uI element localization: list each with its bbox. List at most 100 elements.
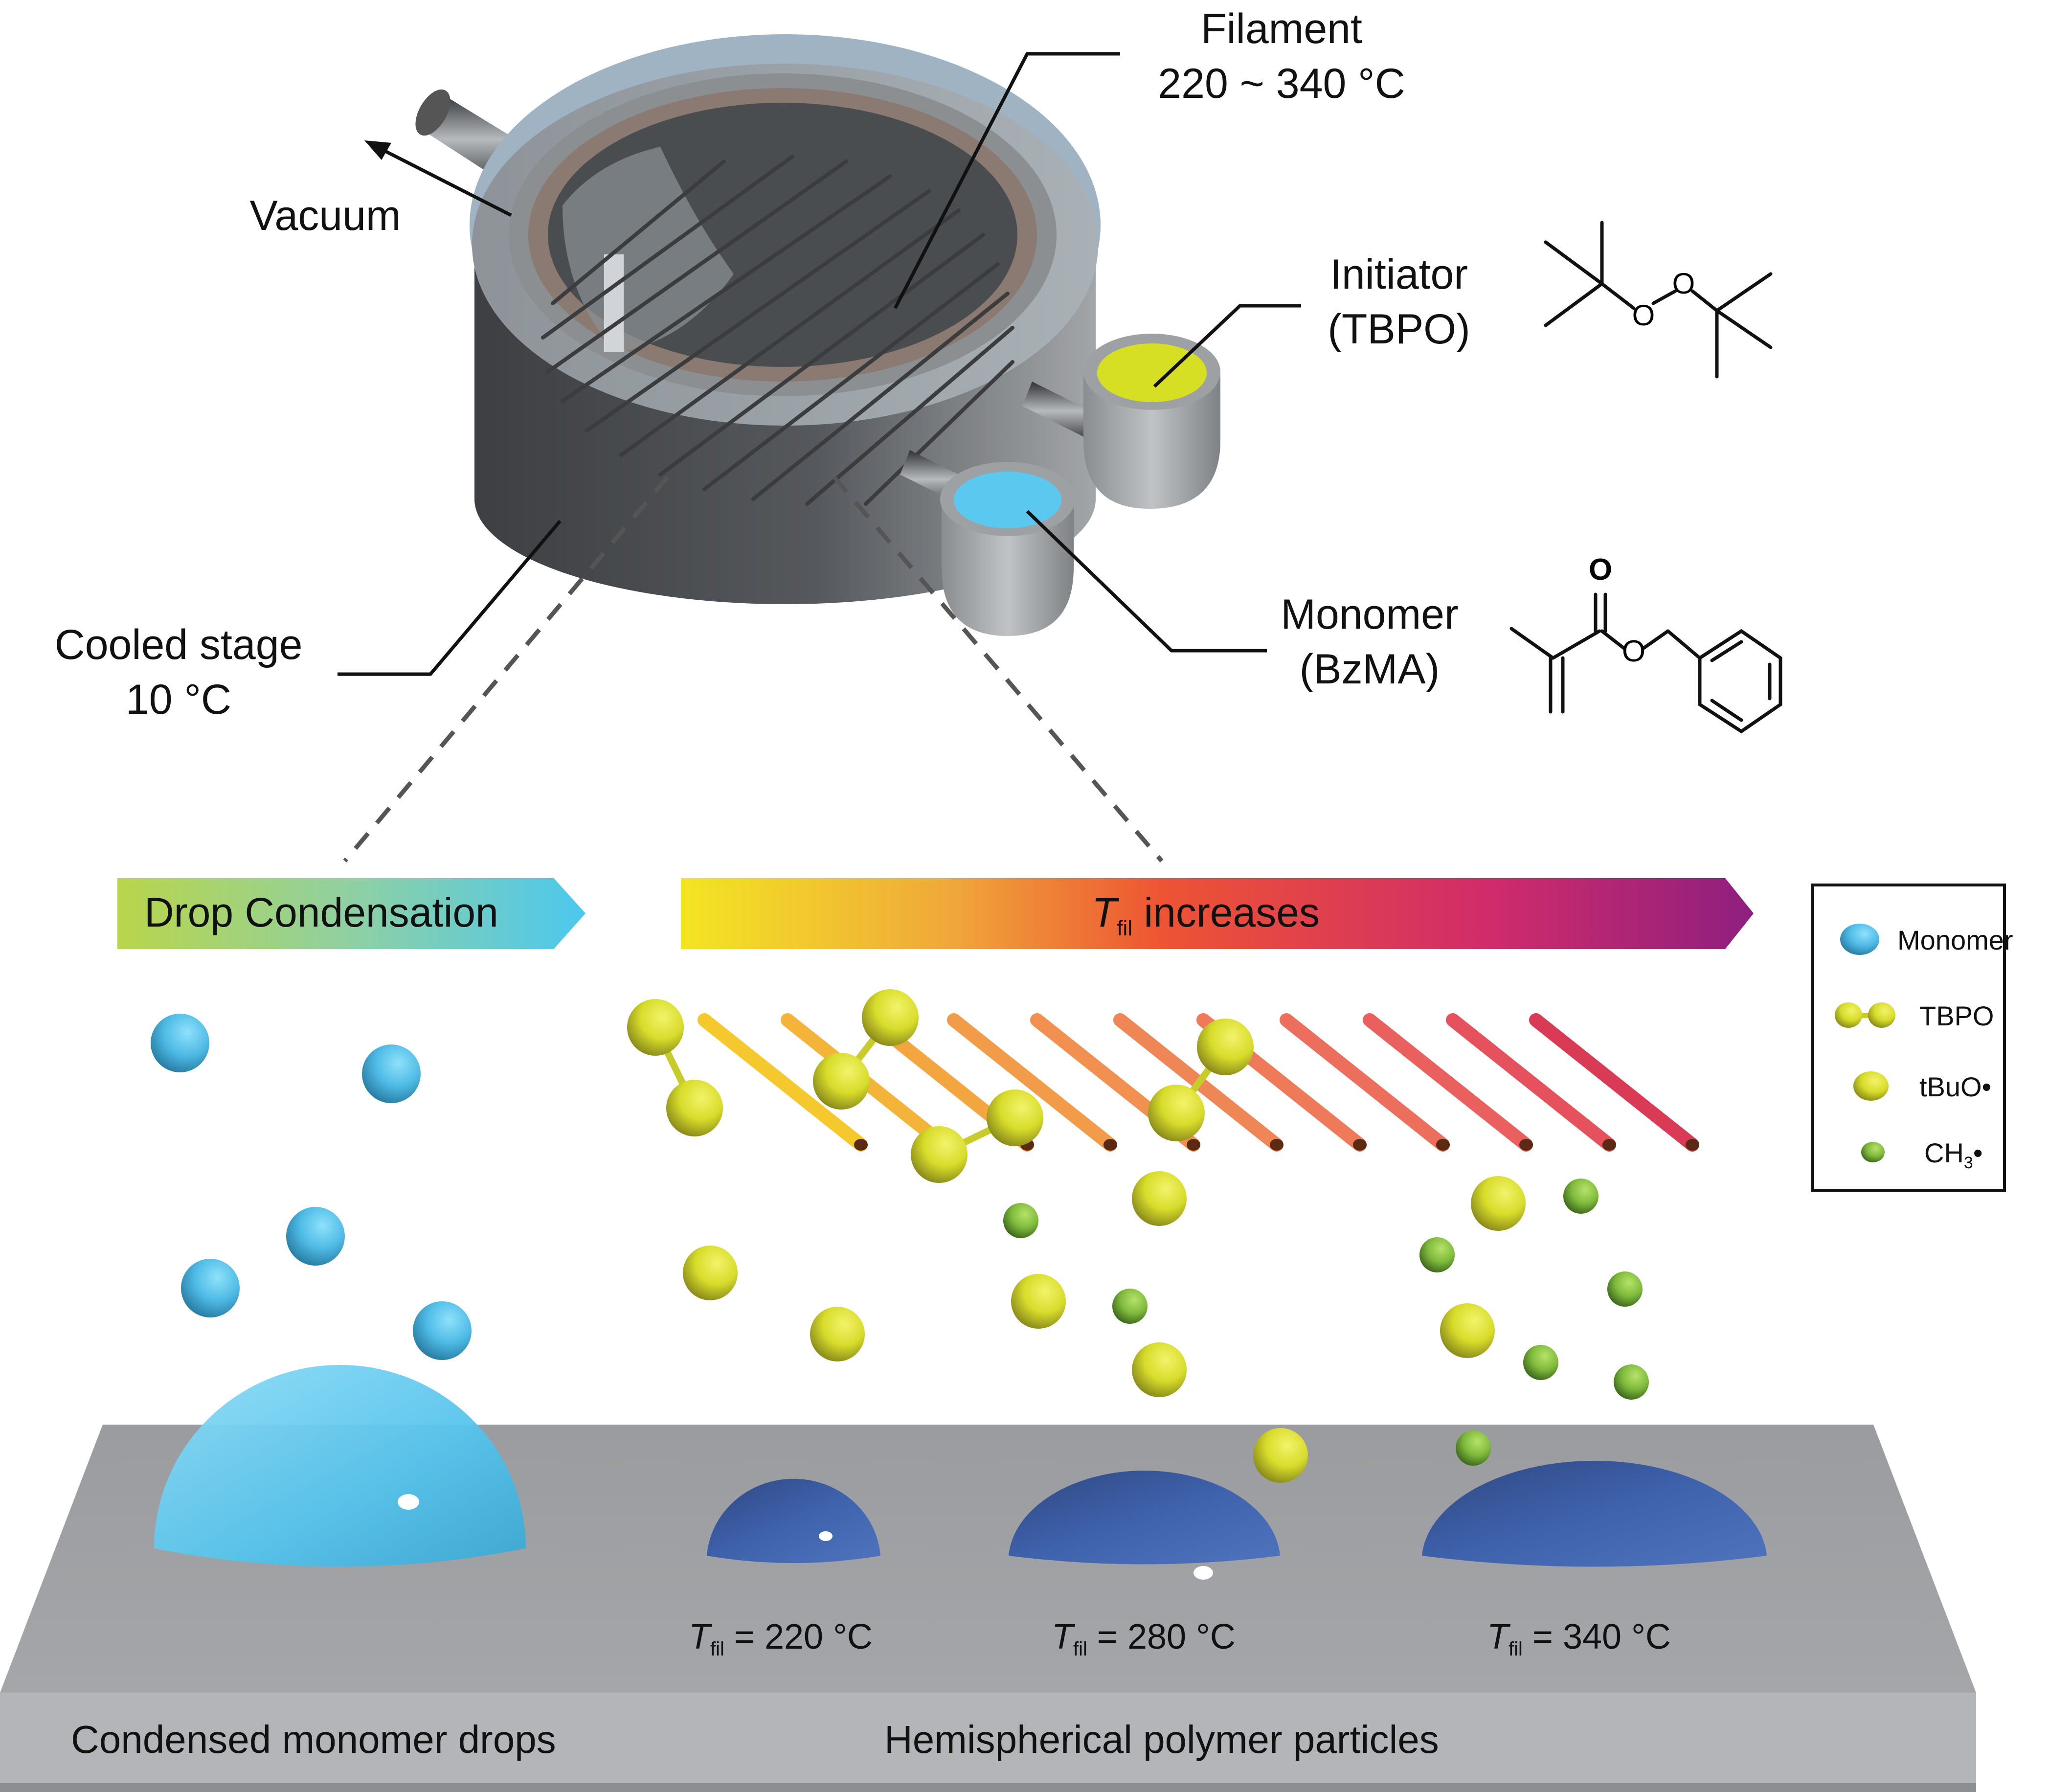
monomer-molecule bbox=[181, 1259, 240, 1317]
filament-rod-end bbox=[1103, 1139, 1117, 1151]
tbpo-molecule bbox=[1197, 1019, 1254, 1075]
filament-rod bbox=[698, 1013, 868, 1152]
filament-label: Filament 220 ~ 340 °C bbox=[1135, 1, 1428, 111]
filament-wires bbox=[541, 155, 1014, 506]
temp-label-280: Tfil = 280 °C bbox=[1052, 1617, 1236, 1660]
cooled-stage-label: Cooled stage 10 °C bbox=[29, 617, 328, 727]
temp-symbol: T bbox=[1487, 1617, 1509, 1656]
monomer-label: Monomer (BzMA) bbox=[1262, 587, 1477, 697]
polymer-particle-340 bbox=[1422, 1460, 1767, 1567]
tbpo-molecule bbox=[666, 1080, 723, 1136]
legend-item-methyl-radical: CH3• bbox=[1814, 1136, 2003, 1195]
methyl-sphere-icon bbox=[1861, 1142, 1885, 1162]
tbuo-radical bbox=[1011, 1274, 1066, 1329]
tbpo-molecule bbox=[987, 1089, 1043, 1146]
monomer-abbreviation: (BzMA) bbox=[1299, 646, 1440, 693]
methyl-radical bbox=[1456, 1430, 1491, 1466]
filament-rod-end bbox=[1270, 1139, 1283, 1151]
initiator-label-text: Initiator bbox=[1329, 251, 1468, 298]
filament-rod-end bbox=[1686, 1139, 1699, 1151]
initiator-liquid bbox=[1097, 343, 1207, 402]
temp-value: = 220 °C bbox=[734, 1617, 873, 1656]
tbpo-structure bbox=[1544, 221, 1773, 379]
temp-value: = 280 °C bbox=[1097, 1617, 1236, 1656]
vacuum-label: Vacuum bbox=[249, 192, 401, 239]
temp-label-340: Tfil = 340 °C bbox=[1487, 1617, 1671, 1660]
monomer-liquid bbox=[954, 472, 1061, 528]
temp-subscript: fil bbox=[710, 1638, 724, 1660]
monomer-label-text: Monomer bbox=[1281, 591, 1459, 638]
gas-phase-molecules bbox=[151, 989, 1649, 1483]
tbuo-radical bbox=[1253, 1428, 1308, 1483]
vacuum-arrow bbox=[364, 140, 512, 217]
filament-rod bbox=[1529, 1013, 1699, 1152]
methyl-subscript: 3 bbox=[1963, 1154, 1973, 1173]
methyl-radical bbox=[1563, 1179, 1599, 1214]
legend-item-tbpo: TBPO bbox=[1814, 997, 2003, 1055]
filament-rod-end bbox=[1519, 1139, 1533, 1151]
methyl-label: CH bbox=[1924, 1137, 1964, 1168]
filament-rod bbox=[947, 1013, 1117, 1152]
substrate-stage-front bbox=[0, 1693, 1976, 1783]
monomer-molecule bbox=[413, 1301, 472, 1360]
filament-rod-end bbox=[1436, 1139, 1450, 1151]
methyl-radical bbox=[1112, 1289, 1148, 1324]
filament-rod bbox=[1280, 1013, 1450, 1152]
monomer-source-cup bbox=[940, 462, 1075, 636]
tbpo-oxygen-1: O bbox=[1632, 299, 1655, 332]
tbpo-dumbbell-icon bbox=[1835, 1002, 1895, 1028]
monomer-molecule bbox=[362, 1044, 421, 1103]
bzma-carbonyl-oxygen: O bbox=[1589, 553, 1612, 587]
temp-symbol: T bbox=[1052, 1617, 1073, 1656]
tbpo-molecule bbox=[1148, 1085, 1205, 1141]
tbpo-molecule bbox=[911, 1126, 968, 1183]
polymer-particle-220 bbox=[707, 1478, 880, 1563]
temp-label-220: Tfil = 220 °C bbox=[689, 1617, 873, 1660]
tfil-increases-text: increases bbox=[1144, 889, 1320, 935]
hemispherical-polymer-particles-label: Hemispherical polymer particles bbox=[884, 1718, 1439, 1761]
polymer-particle-280 bbox=[1009, 1471, 1280, 1565]
temp-symbol: T bbox=[689, 1617, 710, 1656]
filament-temperature-arrow bbox=[681, 878, 1754, 949]
tfil-subscript: fil bbox=[1117, 916, 1133, 940]
monomer-molecule bbox=[151, 1014, 209, 1072]
tbuo-radical bbox=[683, 1246, 738, 1300]
filament-rod-end bbox=[1187, 1139, 1200, 1151]
methyl-radical bbox=[1523, 1345, 1558, 1380]
drop-condensation-label: Drop Condensation bbox=[144, 889, 498, 935]
condensed-monomer-drop bbox=[154, 1365, 526, 1567]
filament-rod-end bbox=[1602, 1139, 1616, 1151]
monomer-sphere-icon bbox=[1840, 924, 1879, 955]
legend: Monomer TBPO tBuO• CH3• bbox=[1811, 884, 2013, 1195]
tbpo-molecule bbox=[862, 989, 919, 1046]
methyl-radical bbox=[1614, 1364, 1649, 1400]
tbuo-sphere-icon bbox=[1853, 1071, 1889, 1101]
tbpo-molecule bbox=[627, 999, 684, 1056]
filament-rod-end bbox=[854, 1139, 868, 1151]
tbuo-radical bbox=[1440, 1303, 1495, 1358]
monomer-molecule bbox=[286, 1207, 345, 1266]
methyl-radical bbox=[1003, 1203, 1038, 1238]
temp-value: = 340 °C bbox=[1532, 1617, 1671, 1656]
tfil-increases-label: Tfil increases bbox=[1092, 889, 1320, 941]
legend-label: Monomer bbox=[1897, 925, 2013, 955]
temp-subscript: fil bbox=[1508, 1638, 1523, 1660]
cooled-stage-label-text: Cooled stage bbox=[54, 621, 303, 668]
tbpo-molecule bbox=[813, 1053, 870, 1110]
tbuo-radical bbox=[1132, 1342, 1187, 1397]
drop-condensation-arrow bbox=[117, 878, 585, 949]
tbuo-radical bbox=[810, 1307, 865, 1361]
legend-label: TBPO bbox=[1919, 1000, 1994, 1031]
filament-label-text: Filament bbox=[1201, 5, 1362, 52]
initiator-label: Initiator (TBPO) bbox=[1301, 247, 1497, 357]
condensed-monomer-drops-label: Condensed monomer drops bbox=[71, 1718, 556, 1761]
tfil-symbol: T bbox=[1092, 889, 1117, 935]
tbuo-radical bbox=[1471, 1176, 1526, 1231]
zoom-dashed-lines bbox=[343, 476, 1164, 862]
tbuo-radical bbox=[1132, 1171, 1187, 1226]
methyl-radical bbox=[1419, 1237, 1455, 1272]
legend-label: tBuO• bbox=[1919, 1071, 1992, 1102]
bzma-ester-oxygen: O bbox=[1622, 635, 1645, 668]
icvd-reactor bbox=[415, 34, 1101, 604]
